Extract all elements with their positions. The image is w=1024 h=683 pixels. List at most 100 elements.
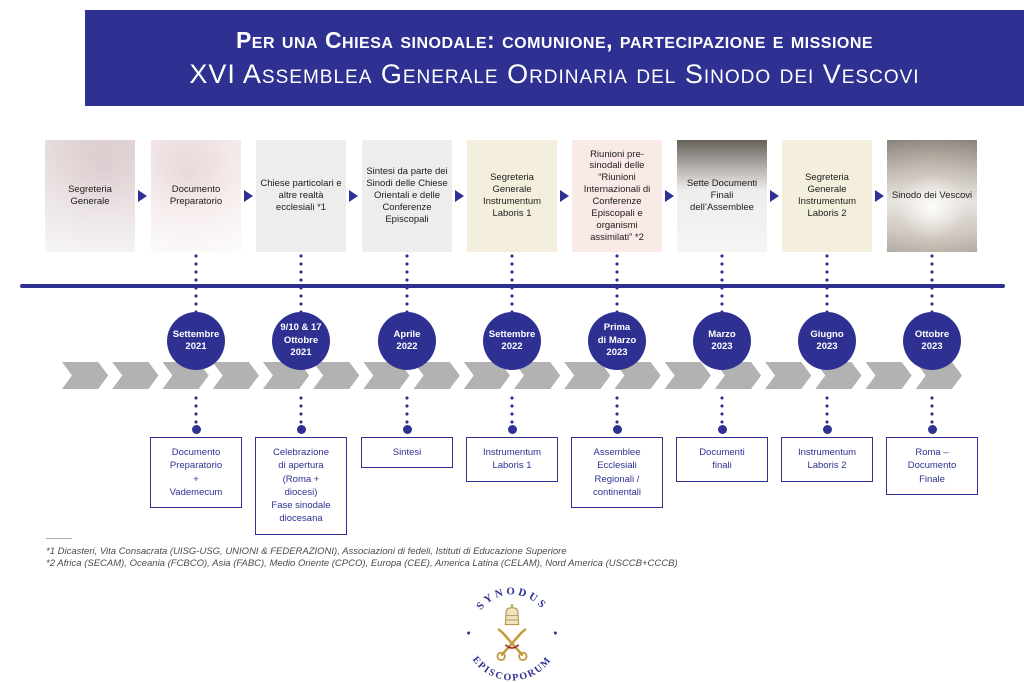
- footnote-rule: [46, 538, 72, 539]
- dotted-connector-down: [720, 394, 724, 424]
- footnote-2: *2 Africa (SECAM), Oceania (FCBCO), Asia…: [46, 558, 678, 569]
- timeline-date: 9/10 & 17 Ottobre 2021: [280, 322, 322, 359]
- process-box-label: Riunioni pre-sinodali delle “Riunioni In…: [583, 148, 651, 243]
- process-box-segreteria-generale: Segreteria Generale: [45, 140, 135, 252]
- timeline-column: Ottobre 2023 Roma – Documento Finale: [877, 252, 987, 495]
- connector-dot: [717, 425, 727, 434]
- timeline-result-box: Celebrazione di apertura (Roma + diocesi…: [255, 437, 347, 535]
- flow-arrow-icon: [349, 190, 358, 202]
- timeline-date-circle: Giugno 2023: [798, 312, 856, 370]
- timeline-date: Ottobre 2023: [914, 328, 950, 352]
- dotted-connector-up: [299, 252, 303, 312]
- dotted-connector-up: [510, 252, 514, 312]
- timeline-date-circle: Aprile 2022: [378, 312, 436, 370]
- timeline-result: Celebrazione di apertura (Roma + diocesi…: [271, 447, 331, 525]
- synod-logo-svg: SYNODUS EPISCOPORUM: [467, 586, 557, 683]
- process-box-documento-preparatorio: Documento Preparatorio: [151, 140, 241, 252]
- timeline-result-box: Documenti finali: [676, 437, 768, 482]
- timeline-column: Prima di Marzo 2023 Assemblee Ecclesiali…: [562, 252, 672, 509]
- dotted-connector-up: [930, 252, 934, 312]
- timeline-date-circle: Settembre 2022: [483, 312, 541, 370]
- dotted-connector-up: [615, 252, 619, 312]
- logo-bottom-text: EPISCOPORUM: [470, 654, 553, 683]
- connector-dot: [612, 425, 622, 434]
- dotted-connector-down: [299, 394, 303, 424]
- dotted-connector-down: [510, 394, 514, 424]
- timeline-result-box: Documento Preparatorio + Vademecum: [150, 437, 242, 509]
- timeline-date-circle: 9/10 & 17 Ottobre 2021: [272, 312, 330, 370]
- timeline-date: Aprile 2022: [393, 328, 421, 352]
- papal-emblem-icon: [496, 604, 528, 661]
- flow-arrow-icon: [244, 190, 253, 202]
- timeline-arrow-band: [62, 362, 962, 389]
- timeline-date-circle: Prima di Marzo 2023: [588, 312, 646, 370]
- dotted-connector-up: [825, 252, 829, 312]
- process-box-label: Sette Documenti Finali dell’Assemblee: [686, 178, 758, 213]
- dotted-connector-down: [930, 394, 934, 424]
- timeline-column: Marzo 2023 Documenti finali: [667, 252, 777, 482]
- dotted-connector-down: [615, 394, 619, 424]
- band-chevron: [62, 362, 108, 389]
- header-banner: Per una Chiesa sinodale: comunione, part…: [85, 10, 1024, 106]
- dotted-connector-up: [194, 252, 198, 312]
- timeline-result: Sintesi: [392, 447, 422, 458]
- timeline-date-circle: Settembre 2021: [167, 312, 225, 370]
- process-box-label: Segreteria Generale: [68, 184, 112, 207]
- main-title: Per una Chiesa sinodale: comunione, part…: [235, 26, 874, 53]
- connector-dot: [507, 425, 517, 434]
- timeline-result-box: Assemblee Ecclesiali Regionali / contine…: [571, 437, 663, 509]
- process-box-sinodo-vescovi: Sinodo dei Vescovi: [887, 140, 977, 252]
- logo-dot-right: [553, 631, 557, 635]
- process-box-instrumentum-laboris-2: Segreteria Generale Instrumentum Laboris…: [782, 140, 872, 252]
- dotted-connector-down: [405, 394, 409, 424]
- dotted-connector-up: [405, 252, 409, 312]
- timeline-result-box: Instrumentum Laboris 1: [466, 437, 558, 482]
- flow-arrow-icon: [770, 190, 779, 202]
- flow-arrow-icon: [875, 190, 884, 202]
- process-box-chiese-particolari: Chiese particolari e altre realtà eccles…: [256, 140, 346, 252]
- logo-dot-left: [467, 631, 471, 635]
- timeline-result: Instrumentum Laboris 2: [797, 447, 857, 472]
- timeline-column: 9/10 & 17 Ottobre 2021 Celebrazione di a…: [246, 252, 356, 535]
- process-box-instrumentum-laboris-1: Segreteria Generale Instrumentum Laboris…: [467, 140, 557, 252]
- timeline-date: Giugno 2023: [810, 328, 844, 352]
- timeline-result: Roma – Documento Finale: [907, 447, 957, 485]
- connector-dot: [296, 425, 306, 434]
- timeline-result: Documenti finali: [699, 447, 745, 472]
- timeline-column: Settembre 2022 Instrumentum Laboris 1: [457, 252, 567, 482]
- subtitle: XVI Assemblea Generale Ordinaria del Sin…: [189, 58, 920, 89]
- process-box-label: Segreteria Generale Instrumentum Laboris…: [482, 172, 542, 219]
- connector-dot: [822, 425, 832, 434]
- connector-dot: [927, 425, 937, 434]
- timeline-result-box: Roma – Documento Finale: [886, 437, 978, 495]
- synod-logo: SYNODUS EPISCOPORUM: [462, 583, 562, 683]
- process-box-label: Sintesi da parte dei Sinodi delle Chiese…: [366, 166, 448, 225]
- dotted-connector-up: [720, 252, 724, 312]
- flow-arrow-icon: [455, 190, 464, 202]
- flow-arrow-icon: [138, 190, 147, 202]
- timeline-date: Marzo 2023: [708, 328, 736, 352]
- timeline-date: Prima di Marzo 2023: [597, 322, 637, 359]
- process-box-label: Sinodo dei Vescovi: [891, 190, 973, 202]
- timeline-date-circle: Marzo 2023: [693, 312, 751, 370]
- timeline-result: Instrumentum Laboris 1: [482, 447, 542, 472]
- timeline-result-box: Sintesi: [361, 437, 453, 469]
- timeline-result: Documento Preparatorio + Vademecum: [169, 447, 223, 498]
- timeline-date-circle: Ottobre 2023: [903, 312, 961, 370]
- dotted-connector-down: [825, 394, 829, 424]
- connector-dot: [191, 425, 201, 434]
- process-box-label: Segreteria Generale Instrumentum Laboris…: [797, 172, 857, 219]
- process-box-sintesi-sinodi: Sintesi da parte dei Sinodi delle Chiese…: [362, 140, 452, 252]
- timeline-column: Giugno 2023 Instrumentum Laboris 2: [772, 252, 882, 482]
- logo-bottom-text-wrap: EPISCOPORUM: [470, 654, 554, 683]
- connector-dot: [402, 425, 412, 434]
- footnote-1: *1 Dicasteri, Vita Consacrata (UISG-USG,…: [46, 546, 567, 557]
- flow-arrow-icon: [560, 190, 569, 202]
- timeline-result: Assemblee Ecclesiali Regionali / contine…: [592, 447, 642, 498]
- dotted-connector-down: [194, 394, 198, 424]
- timeline-result-box: Instrumentum Laboris 2: [781, 437, 873, 482]
- timeline-column: Aprile 2022 Sintesi: [352, 252, 462, 469]
- timeline-column: Settembre 2021 Documento Preparatorio + …: [141, 252, 251, 509]
- process-box-documenti-finali: Sette Documenti Finali dell’Assemblee: [677, 140, 767, 252]
